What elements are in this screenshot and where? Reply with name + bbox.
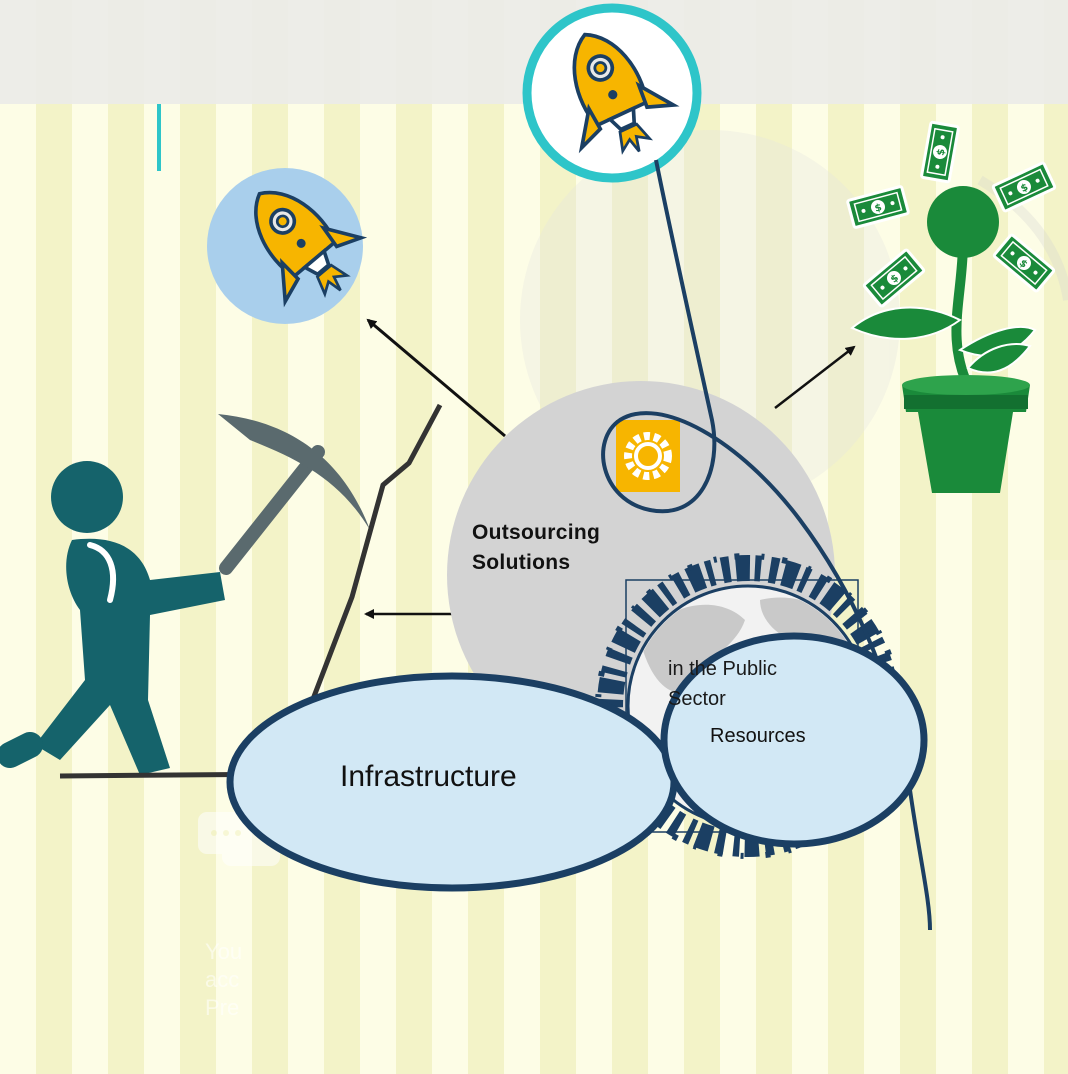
public-label-line2: Sector: [668, 688, 726, 710]
money-plant-icon: [845, 120, 1057, 493]
outsourcing-label-line1: Outsourcing: [472, 521, 601, 544]
rocket-icon: [207, 160, 381, 324]
public-sector-label: in the Public Sector: [668, 654, 777, 714]
outsourcing-solutions-label: Outsourcing Solutions: [472, 518, 600, 578]
infrastructure-label: Infrastructure: [340, 760, 517, 793]
resources-label: Resources: [710, 725, 806, 747]
public-label-line1: in the Public: [668, 658, 777, 680]
miner-icon: [0, 414, 370, 775]
gear-icon: [616, 420, 680, 492]
outsourcing-label-line2: Solutions: [472, 551, 571, 574]
arrow-to-rocket: [366, 318, 506, 438]
faint-background-text: You acc Pre: [205, 938, 242, 1022]
faint-text-line: acc: [205, 967, 240, 992]
accent-bar: [157, 104, 161, 171]
resources-ellipse: [660, 632, 928, 848]
arrow-to-money-plant: [774, 345, 856, 409]
faint-text-line: Pre: [205, 995, 240, 1020]
rocket-icon: [522, 3, 702, 183]
faint-text-line: You: [205, 939, 243, 964]
